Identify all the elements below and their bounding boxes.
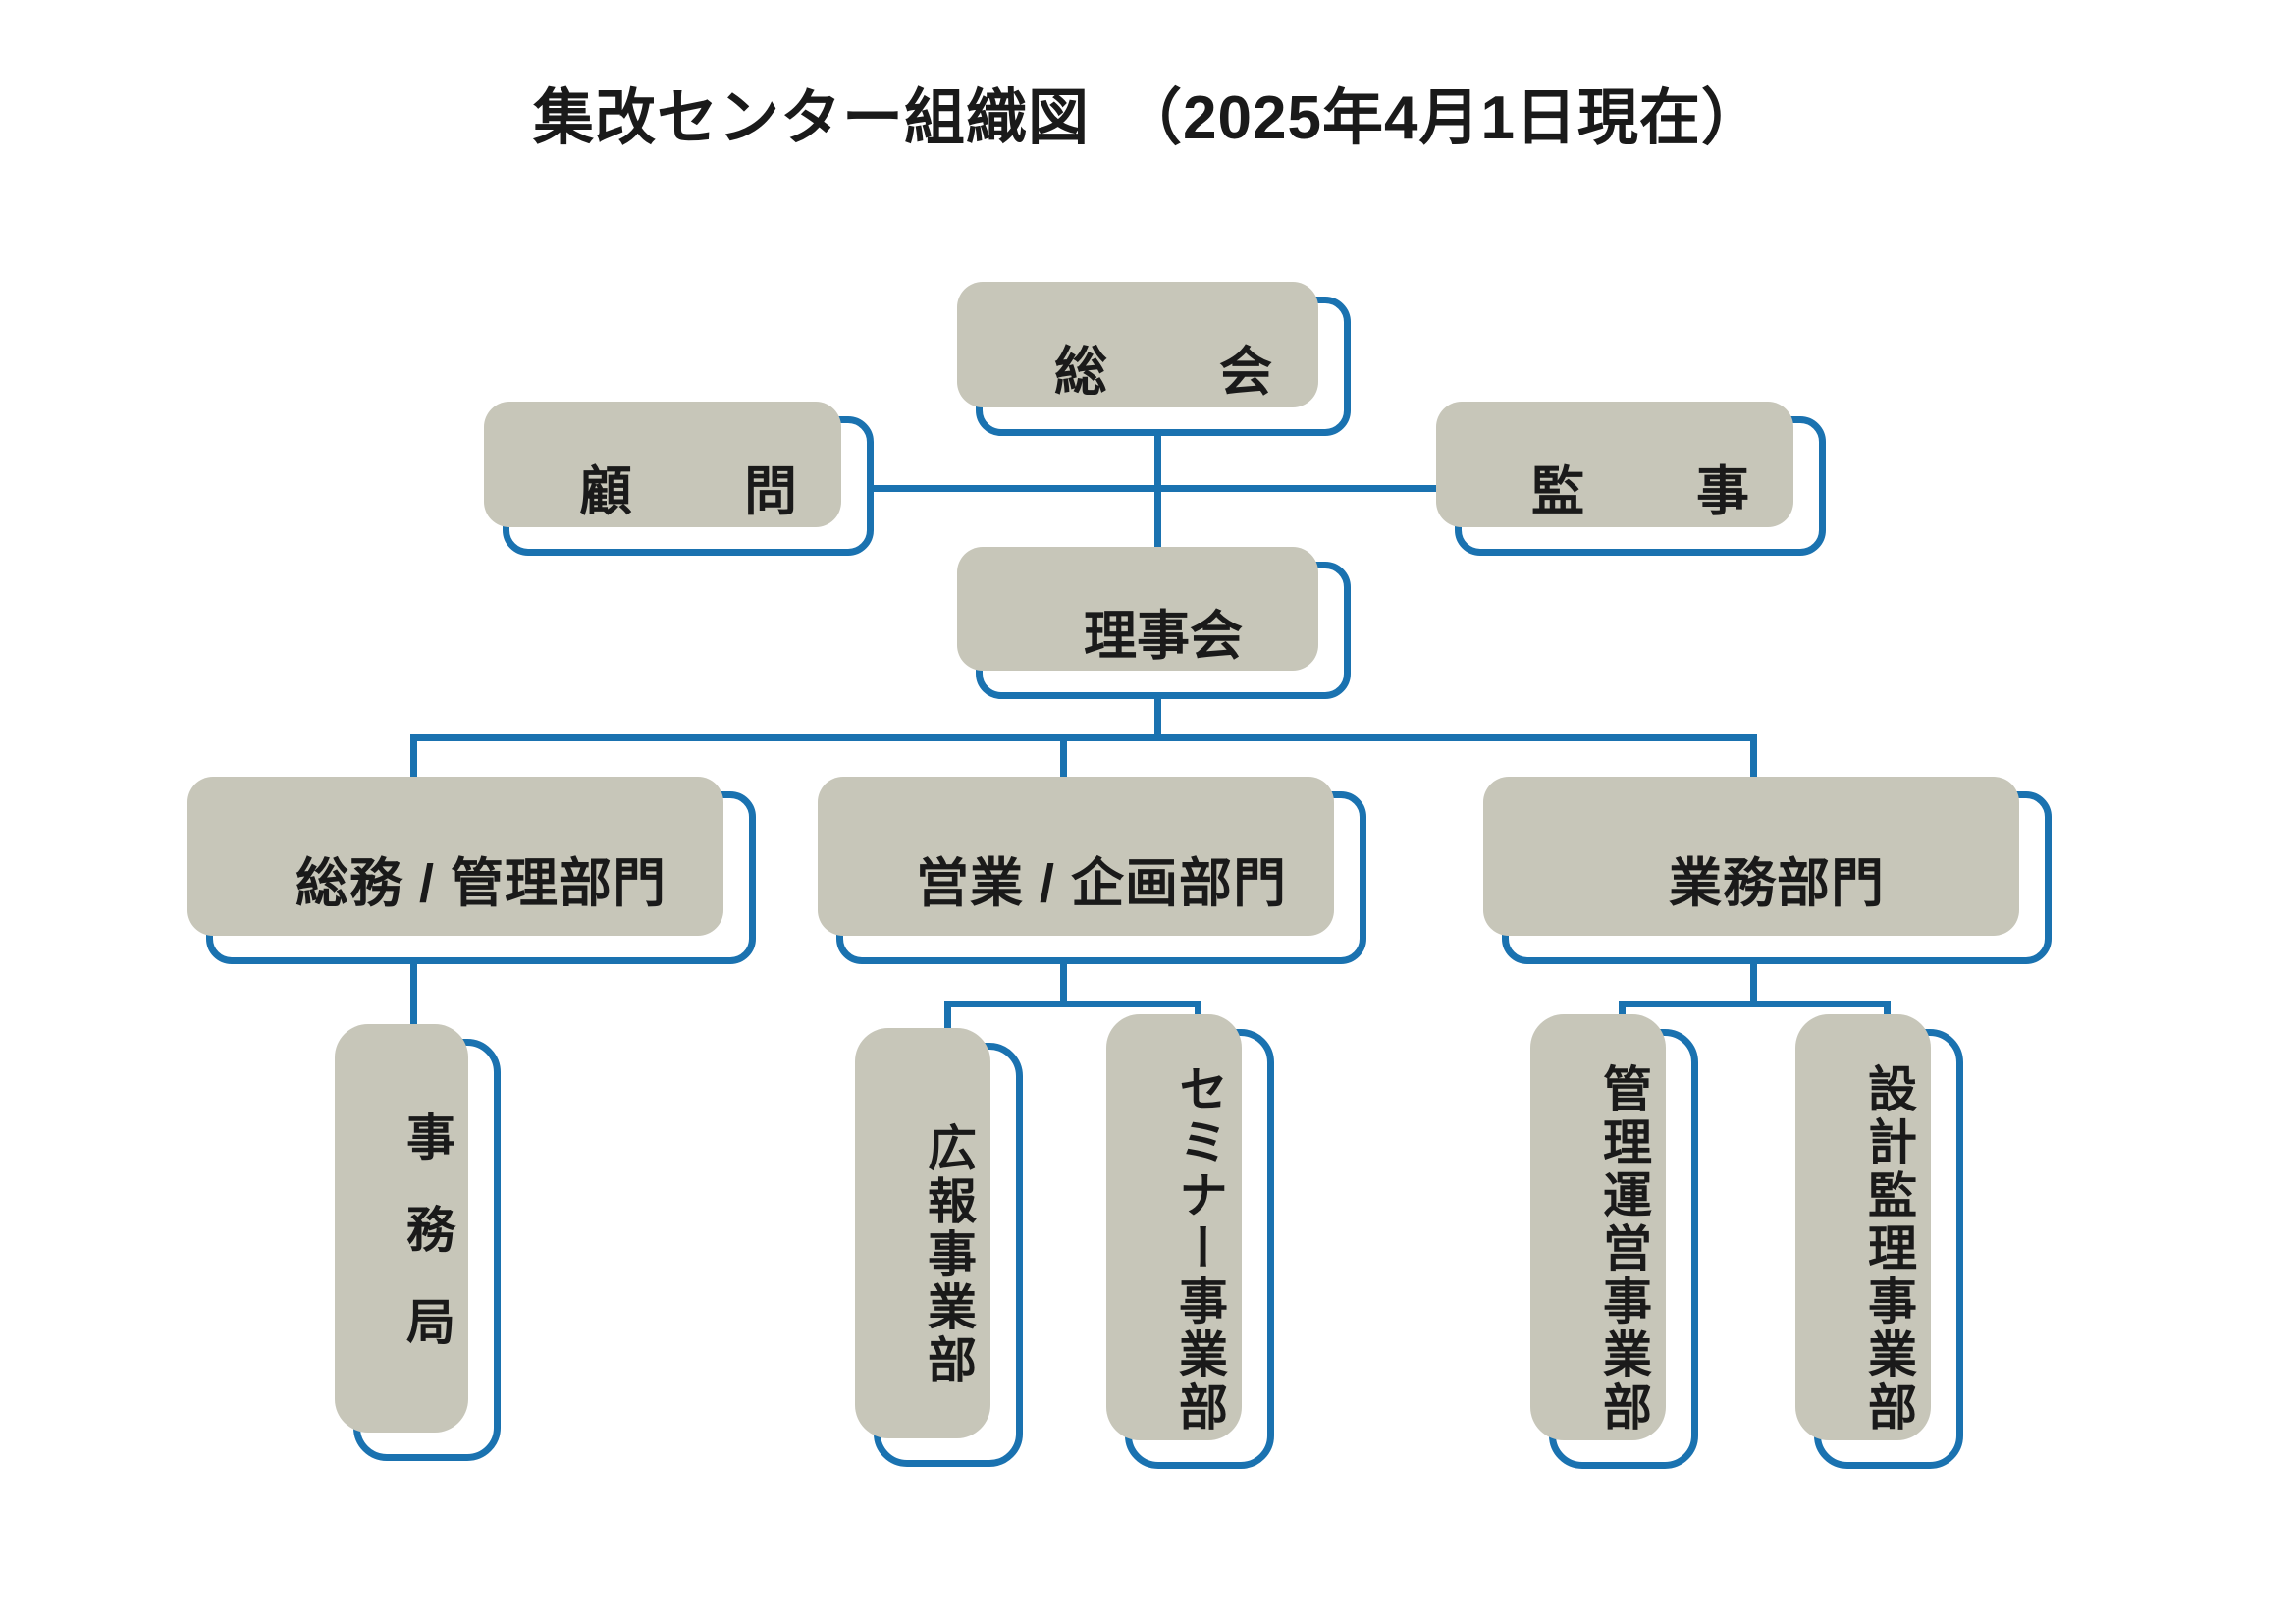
node-auditor[interactable]: 監 事: [1436, 402, 1826, 556]
box-shadow-design-supervision-department: [1795, 1014, 1931, 1440]
box-shadow-operations-division: [1483, 777, 2019, 936]
box-shadow-sales-planning-division: [818, 777, 1334, 936]
connector-departments-bar: [410, 734, 1757, 741]
box-shadow-board-of-directors: [957, 547, 1318, 671]
box-shadow-pr-department: [855, 1028, 990, 1438]
connector-advisor-auditor-bar: [870, 485, 1439, 492]
connector-board-stem: [1154, 694, 1161, 738]
node-sales-planning-division[interactable]: 営業 / 企画部門: [818, 777, 1366, 964]
node-label-advisor: 顧 問: [579, 461, 827, 521]
box-shadow-general-assembly: [957, 282, 1318, 407]
node-label-board-of-directors: 理事会: [1084, 606, 1243, 666]
box-shadow-secretariat: [335, 1024, 468, 1433]
box-shadow-seminar-department: [1106, 1014, 1242, 1440]
node-pr-department[interactable]: 広報事業部: [855, 1028, 1023, 1467]
connector-sales-planning-bar: [944, 1001, 1201, 1007]
node-operations-division[interactable]: 業務部門: [1483, 777, 2052, 964]
node-board-of-directors[interactable]: 理事会: [957, 547, 1351, 699]
connector-operations-bar: [1619, 1001, 1891, 1007]
connector-drop-operations: [1750, 734, 1757, 791]
node-label-seminar-department: セミナー事業部: [1172, 1063, 1227, 1435]
node-general-assembly[interactable]: 総 会: [957, 282, 1351, 436]
connector-assembly-to-board: [1154, 429, 1161, 567]
box-shadow-management-operations-department: [1530, 1014, 1666, 1440]
connector-drop-pr-department: [944, 1001, 951, 1048]
node-label-auditor: 監 事: [1531, 461, 1779, 521]
node-general-affairs-division[interactable]: 総務 / 管理部門: [187, 777, 756, 964]
node-label-general-assembly: 総 会: [1054, 342, 1302, 402]
node-seminar-department[interactable]: セミナー事業部: [1106, 1014, 1274, 1469]
connector-sales-planning-stem: [1060, 960, 1067, 1004]
node-label-sales-planning-division: 営業 / 企画部門: [915, 853, 1287, 913]
node-label-general-affairs-division: 総務 / 管理部門: [294, 853, 667, 913]
box-shadow-general-affairs-division: [187, 777, 723, 936]
node-advisor[interactable]: 顧 問: [484, 402, 874, 556]
node-design-supervision-department[interactable]: 設計監理事業部: [1795, 1014, 1963, 1469]
node-label-pr-department: 広報事業部: [921, 1122, 976, 1387]
node-label-design-supervision-department: 設計監理事業部: [1861, 1063, 1916, 1435]
node-management-operations-department[interactable]: 管理運営事業部: [1530, 1014, 1698, 1469]
connector-drop-sales-planning: [1060, 734, 1067, 791]
connector-general-affairs-to-secretariat: [410, 960, 417, 1037]
node-label-management-operations-department: 管理運営事業部: [1596, 1063, 1651, 1435]
node-label-secretariat: 事務局: [400, 1111, 454, 1388]
box-shadow-auditor: [1436, 402, 1793, 527]
node-label-operations-division: 業務部門: [1669, 853, 1885, 913]
box-shadow-advisor: [484, 402, 841, 527]
page-title: 集改センター組織図 （2025年4月1日現在）: [533, 84, 1763, 152]
connector-drop-general-affairs: [410, 734, 417, 791]
node-secretariat[interactable]: 事務局: [335, 1024, 501, 1461]
connector-operations-stem: [1750, 960, 1757, 1004]
